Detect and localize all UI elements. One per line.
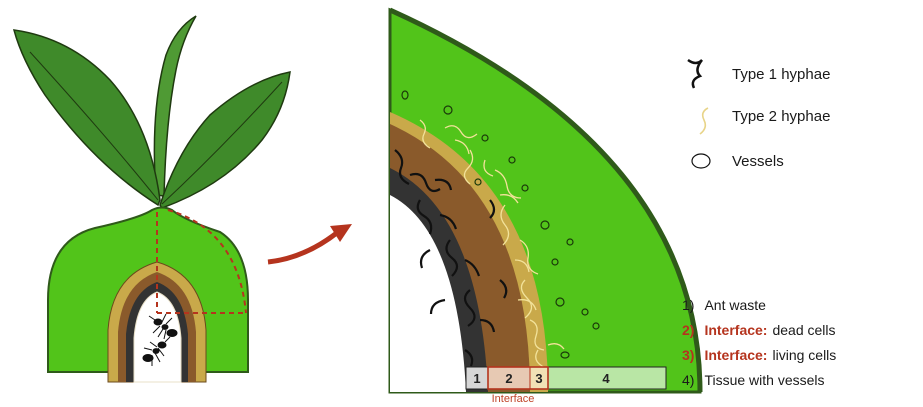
zones-list-item-2: 2)Interface:dead cells (682, 322, 836, 338)
plant-illustration (14, 16, 290, 382)
type1-hyphae-icon (688, 60, 702, 88)
zone-bar: 1 2 3 4 Interface (466, 367, 666, 405)
vessel-icon (692, 154, 710, 168)
zone-bar-label-2: 2 (505, 371, 512, 386)
zone-bar-label-3: 3 (535, 371, 542, 386)
zones-list-item-1: 1)Ant waste (682, 297, 766, 313)
zoom-arrow (268, 224, 352, 262)
zones-list-item-4: 4)Tissue with vessels (682, 372, 825, 388)
legend: Type 1 hyphae Type 2 hyphae Vessels (688, 60, 830, 170)
zone-bar-label-4: 4 (602, 371, 610, 386)
zone-bar-label-1: 1 (473, 371, 480, 386)
legend-type1-label: Type 1 hyphae (732, 66, 830, 83)
magnified-section (390, 10, 700, 392)
legend-type2-label: Type 2 hyphae (732, 108, 830, 125)
zones-list: 1)Ant waste 2)Interface:dead cells 3)Int… (682, 297, 836, 388)
zone-bar-caption: Interface (492, 393, 535, 405)
zones-list-item-3: 3)Interface:living cells (682, 347, 836, 363)
legend-vessels-label: Vessels (732, 153, 784, 170)
type2-hyphae-icon (700, 108, 708, 134)
left-leaf (14, 30, 160, 205)
